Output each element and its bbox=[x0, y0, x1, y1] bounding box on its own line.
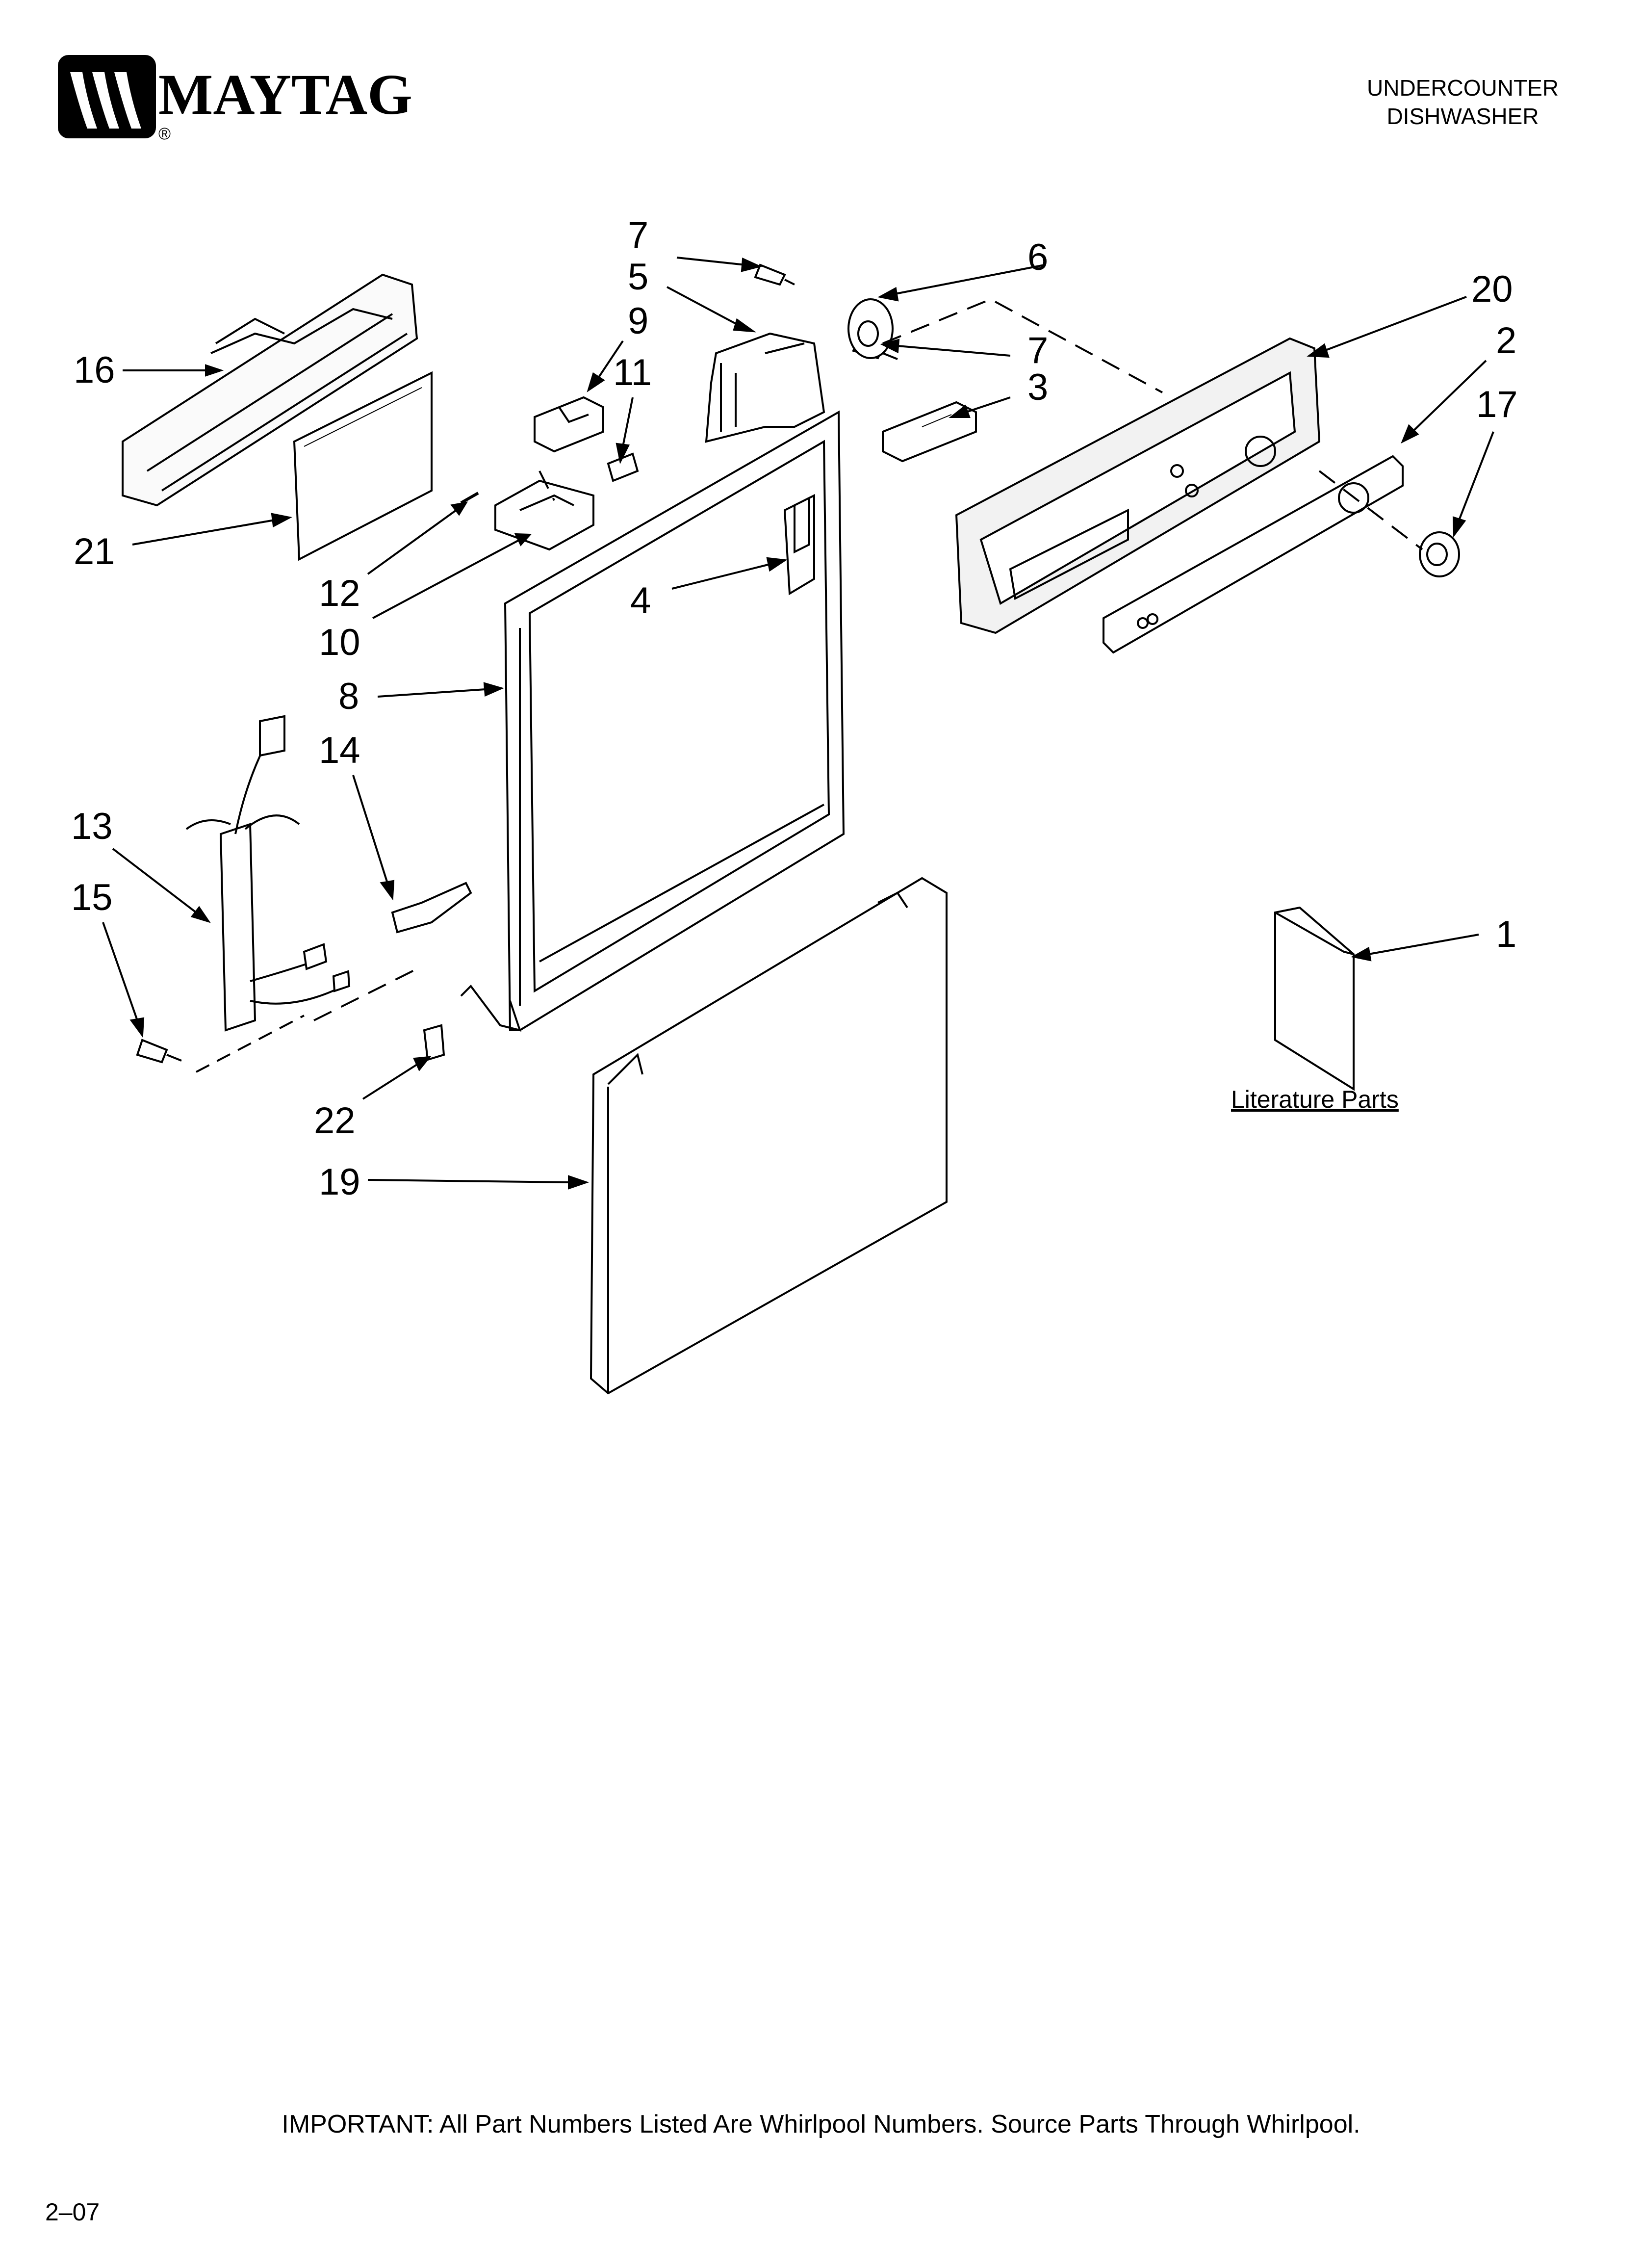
callout-1: 1 bbox=[1496, 913, 1516, 955]
literature-parts-label: Literature Parts bbox=[1231, 1086, 1399, 1113]
callout-5: 5 bbox=[628, 256, 648, 298]
callout-15: 15 bbox=[71, 877, 113, 918]
page-title: UNDERCOUNTER DISHWASHER bbox=[1367, 74, 1559, 130]
callout-8: 8 bbox=[338, 676, 359, 717]
callout-10: 10 bbox=[319, 622, 360, 663]
callout-3: 3 bbox=[1027, 366, 1048, 408]
callout-14: 14 bbox=[319, 730, 360, 771]
part-4-latch-plate bbox=[794, 496, 810, 554]
callout-22: 22 bbox=[314, 1100, 356, 1142]
callout-9: 9 bbox=[628, 300, 648, 342]
callout-20: 20 bbox=[1471, 268, 1513, 310]
callout-2: 2 bbox=[1496, 320, 1516, 362]
callout-13: 13 bbox=[71, 806, 113, 847]
callout-7-middle: 7 bbox=[1027, 330, 1048, 371]
callout-11: 11 bbox=[613, 352, 652, 393]
part-16-vent bbox=[122, 273, 418, 507]
part-13-wire-harness bbox=[185, 715, 351, 1032]
part-5-bracket bbox=[705, 332, 825, 443]
part-19-outer-panel bbox=[590, 877, 948, 1395]
title-line-1: UNDERCOUNTER bbox=[1367, 75, 1559, 101]
callout-21: 21 bbox=[74, 531, 115, 573]
maytag-logo-mark: MAYTAG ® bbox=[58, 55, 412, 143]
callout-16: 16 bbox=[74, 349, 115, 391]
callout-4: 4 bbox=[630, 580, 651, 622]
part-14-sensor bbox=[391, 882, 472, 934]
maytag-logo: MAYTAG ® bbox=[58, 55, 412, 146]
brand-name: MAYTAG bbox=[158, 62, 411, 127]
callout-labels: 7 5 9 11 6 7 3 20 2 17 16 21 12 10 4 8 1… bbox=[71, 214, 1518, 1203]
part-20-control-panel bbox=[955, 337, 1321, 634]
part-12-spring bbox=[460, 492, 479, 504]
callout-12: 12 bbox=[319, 573, 360, 614]
callout-7-top: 7 bbox=[628, 214, 648, 256]
part-6-knob bbox=[847, 298, 894, 359]
part-10-strike bbox=[494, 479, 594, 551]
part-7-screw-top bbox=[754, 263, 795, 286]
part-21-gasket bbox=[293, 371, 433, 561]
part-1-literature bbox=[1274, 906, 1355, 1091]
important-note: IMPORTANT: All Part Numbers Listed Are W… bbox=[282, 2110, 1360, 2138]
callout-19: 19 bbox=[319, 1161, 360, 1203]
part-15-screw bbox=[136, 1015, 305, 1073]
page-code: 2–07 bbox=[45, 2198, 100, 2226]
part-9-latch bbox=[534, 396, 604, 453]
part-22-clip bbox=[423, 1024, 445, 1061]
part-11-switch bbox=[607, 452, 639, 482]
title-line-2: DISHWASHER bbox=[1386, 104, 1539, 129]
part-2-trim-plate bbox=[1103, 455, 1404, 654]
registered-mark: ® bbox=[158, 125, 171, 143]
part-17-knob bbox=[1419, 531, 1460, 577]
leader-lines bbox=[102, 257, 1494, 1190]
callout-17: 17 bbox=[1476, 384, 1518, 425]
callout-6: 6 bbox=[1027, 236, 1048, 278]
alignment-lines bbox=[313, 298, 1423, 1021]
